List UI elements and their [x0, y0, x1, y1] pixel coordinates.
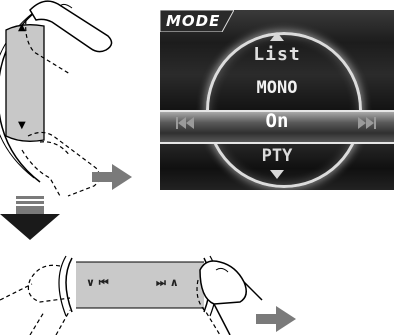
down-arrow-icon — [0, 196, 66, 240]
knob-body — [5, 24, 45, 142]
knob-up-arrow-icon[interactable]: ▲ — [18, 22, 26, 33]
scroll-down-arrow-icon — [270, 170, 284, 179]
bottom-control-illustration — [0, 240, 402, 335]
skip-forward-up-label[interactable]: ⏭ ∧ — [156, 276, 179, 289]
mode-tab — [160, 10, 234, 32]
skip-forward-icon — [358, 117, 376, 129]
control-knob-illustration: ▲ ▼ — [0, 0, 160, 200]
mode-tab-label: MODE — [166, 12, 221, 30]
menu-item-pty[interactable]: PTY — [261, 146, 293, 166]
right-arrow-icon-bottom — [256, 306, 296, 332]
skip-back-icon — [176, 117, 194, 129]
menu-item-mono[interactable]: MONO — [256, 78, 298, 98]
menu-item-list[interactable]: List — [253, 44, 301, 65]
finger-top — [29, 0, 113, 53]
selected-row-highlight — [160, 110, 394, 144]
right-arrow-icon — [92, 164, 132, 190]
scroll-up-arrow-icon — [270, 32, 284, 41]
down-skip-back-label[interactable]: ∨ ⏮ — [86, 276, 109, 289]
bottom-control-panel[interactable] — [76, 262, 204, 308]
mode-display-screen: MODE List MONO On PTY — [160, 10, 394, 190]
knob-down-arrow-icon[interactable]: ▼ — [18, 120, 26, 131]
menu-item-on-selected[interactable]: On — [265, 110, 289, 132]
